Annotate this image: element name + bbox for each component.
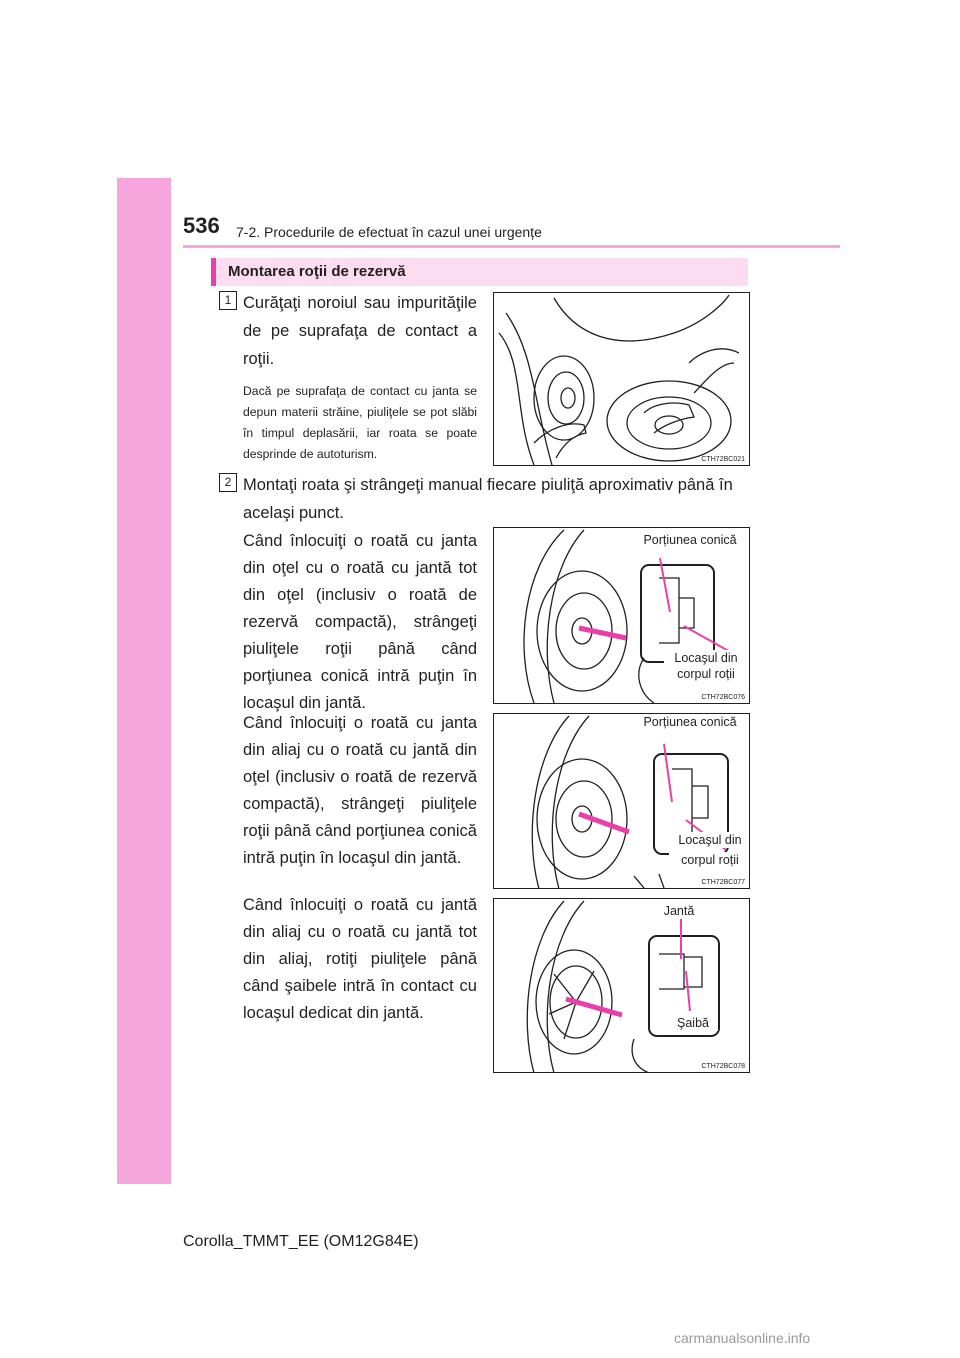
case-alloy-to-steel-text: Când înlocuiţi o roată cu janta din alia…	[243, 714, 477, 867]
label-wheel-seat-2b: corpul roții	[669, 852, 749, 868]
step-1-number: 1	[219, 291, 237, 310]
step-1-text: Curăţaţi noroiul sau impurităţile de pe …	[243, 294, 477, 368]
chapter-sidebar	[117, 178, 171, 1184]
case-steel-to-steel-text: Când înlocuiţi o roată cu janta din oţel…	[243, 532, 477, 712]
section-title: Montarea roţii de rezervă	[211, 258, 748, 286]
label-wheel-seat-1b: corpul roții	[664, 666, 748, 682]
steel-nut-illustration	[523, 529, 735, 703]
label-wheel-seat-2a: Locaşul din	[669, 832, 749, 848]
figure-steel-to-steel: Porțiunea conică Locaşul din corpul roți…	[493, 527, 750, 704]
label-wheel-seat-1a: Locaşul din	[664, 650, 748, 666]
figure-code-3: CTH72BC077	[701, 879, 745, 886]
alloy-washer-illustration	[526, 900, 720, 1072]
case-alloy-to-alloy-text: Când înlocuiţi o roată cu jantă din alia…	[243, 896, 477, 1022]
watermark: carmanualsonline.info	[674, 1330, 811, 1346]
page-number: 536	[183, 213, 220, 238]
step-1-note: Dacă pe suprafaţa de contact cu janta se…	[243, 384, 477, 461]
figure-clean-wheel: CTH72BC021	[493, 292, 750, 466]
label-tapered-portion-2: Porțiunea conică	[631, 714, 749, 730]
page-header-title: 7-2. Procedurile de efectuat în cazul un…	[236, 224, 542, 240]
figure-code-4: CTH72BC078	[701, 1063, 745, 1070]
header-rule	[183, 245, 840, 248]
label-rim: Jantă	[654, 903, 704, 919]
label-tapered-portion-1: Porțiunea conică	[631, 532, 749, 548]
figure-alloy-to-steel: Porțiunea conică Locaşul din corpul roți…	[493, 713, 750, 889]
figure-code-1: CTH72BC021	[701, 456, 745, 463]
label-washer: Şaibă	[668, 1015, 718, 1031]
figure-alloy-to-alloy: Jantă Şaibă CTH72BC078	[493, 898, 750, 1073]
footer-model-code: Corolla_TMMT_EE (OM12G84E)	[183, 1233, 419, 1250]
figure-code-2: CTH72BC076	[701, 694, 745, 701]
step-2-text: Montaţi roata şi strângeţi manual fiecar…	[243, 476, 733, 522]
step-2-number: 2	[219, 473, 237, 492]
clean-wheel-illustration	[498, 294, 740, 465]
